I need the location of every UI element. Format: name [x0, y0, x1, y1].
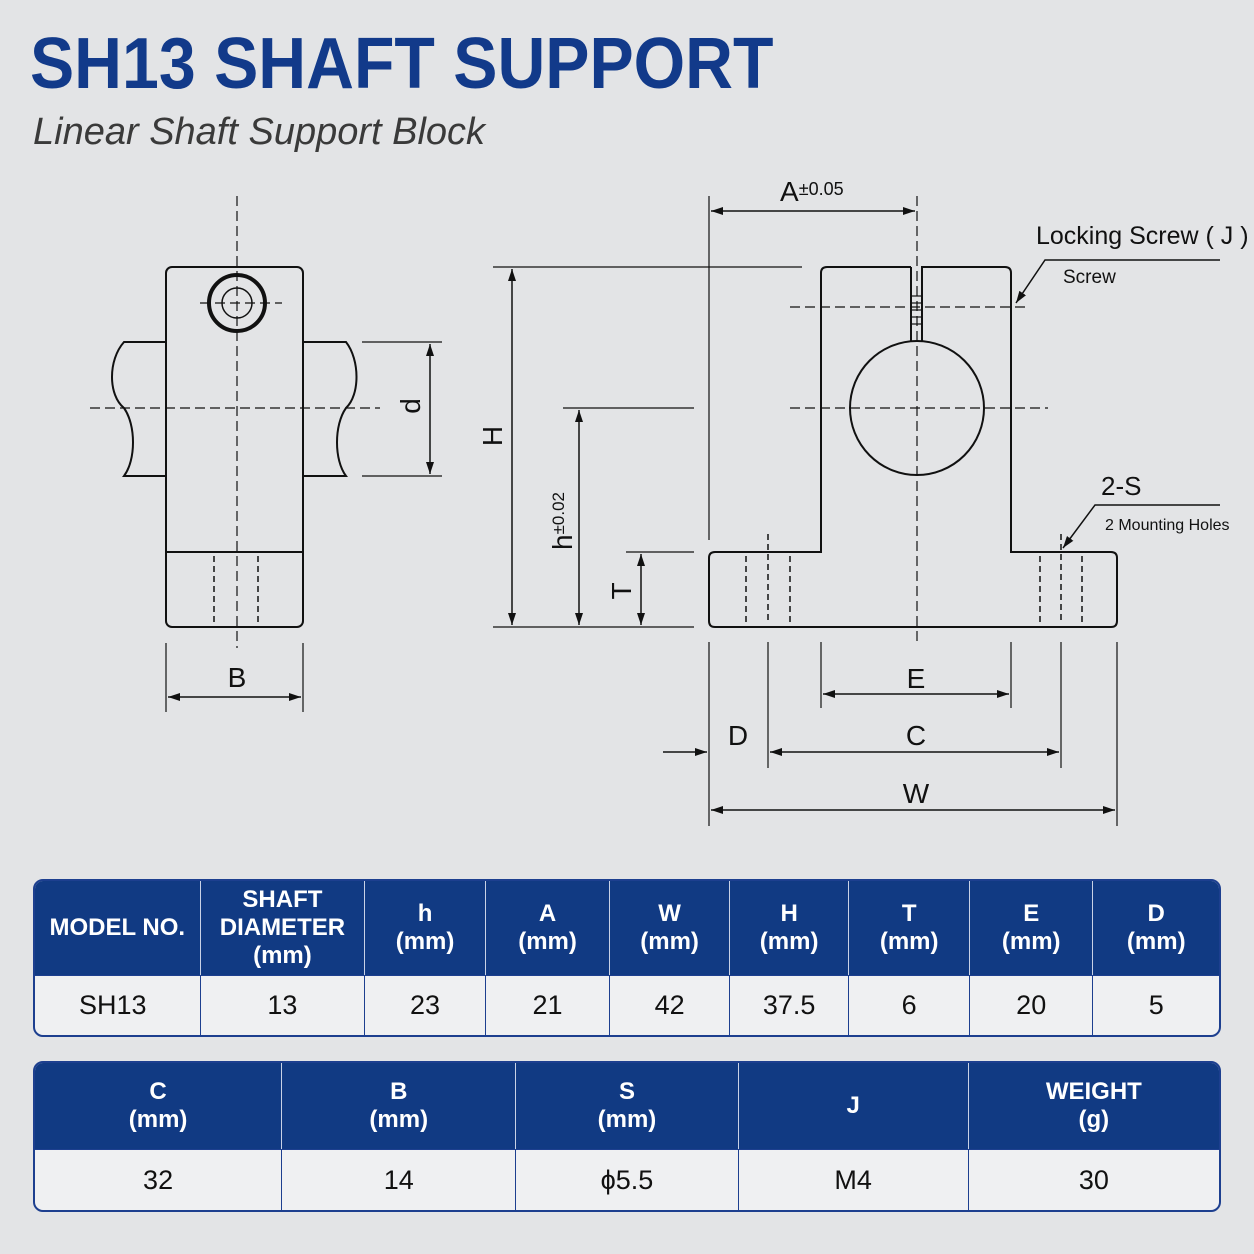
- header-B: B(mm): [282, 1063, 517, 1149]
- front-body-outline: [708, 266, 1118, 628]
- cell-h: 23: [365, 975, 486, 1035]
- header-h: h(mm): [365, 881, 486, 975]
- side-body: [165, 266, 304, 628]
- label-E: E: [907, 663, 926, 694]
- header-J: J: [738, 1063, 969, 1149]
- header-D: D(mm): [1093, 881, 1219, 975]
- cell-C: 32: [35, 1149, 283, 1210]
- label-mounting-note: 2 Mounting Holes: [1105, 517, 1230, 534]
- cell-S: ϕ5.5: [516, 1149, 739, 1210]
- label-T: T: [606, 582, 637, 599]
- cell-A: 21: [485, 975, 611, 1035]
- svg-text:h±0.02: h±0.02: [547, 492, 578, 550]
- label-d: d: [395, 398, 426, 414]
- label-screw: Screw: [1063, 267, 1116, 288]
- cell-W: 42: [610, 975, 730, 1035]
- cell-J: M4: [738, 1149, 969, 1210]
- label-H: H: [477, 426, 508, 446]
- side-view: [90, 196, 442, 712]
- technical-drawing: d B: [90, 176, 1249, 826]
- header-model-no: MODEL NO.: [35, 881, 201, 975]
- header-C: C(mm): [35, 1063, 283, 1149]
- header-weight: WEIGHT(g): [968, 1063, 1219, 1149]
- shaft-left-stub: [111, 341, 166, 477]
- header-E: E(mm): [969, 881, 1094, 975]
- cell-shaft-diameter: 13: [200, 975, 366, 1035]
- header-W: W(mm): [610, 881, 730, 975]
- cell-weight: 30: [968, 1149, 1219, 1210]
- table-row: SH13 13 23 21 42 37.5 6 20 5: [35, 975, 1219, 1035]
- label-D: D: [728, 720, 748, 751]
- cell-B: 14: [282, 1149, 517, 1210]
- label-C: C: [906, 720, 926, 751]
- page-title: SH13 SHAFT SUPPORT: [30, 24, 774, 104]
- header-A: A(mm): [485, 881, 611, 975]
- spec-table-2: C(mm) B(mm) S(mm) J WEIGHT(g) 32 14 ϕ5.5…: [33, 1061, 1221, 1212]
- label-B: B: [228, 662, 247, 693]
- cell-D: 5: [1093, 975, 1219, 1035]
- cell-E: 20: [969, 975, 1094, 1035]
- cell-T: 6: [849, 975, 970, 1035]
- spec-table-2-header: C(mm) B(mm) S(mm) J WEIGHT(g): [35, 1063, 1219, 1149]
- cell-model-no: SH13: [35, 975, 201, 1035]
- header-S: S(mm): [516, 1063, 739, 1149]
- label-h-group: h±0.02: [547, 492, 578, 550]
- label-h: h: [547, 534, 578, 550]
- header-H: H(mm): [729, 881, 850, 975]
- header-T: T(mm): [849, 881, 970, 975]
- shaft-right-stub: [303, 341, 358, 477]
- label-mounting: 2-S: [1101, 471, 1141, 501]
- cell-H: 37.5: [729, 975, 850, 1035]
- label-locking-screw: Locking Screw ( J ): [1036, 222, 1249, 250]
- front-view: [493, 196, 1220, 826]
- label-h-tol: ±0.02: [549, 492, 568, 534]
- table-row: 32 14 ϕ5.5 M4 30: [35, 1149, 1219, 1210]
- label-A: A±0.05: [780, 176, 844, 207]
- page-subtitle: Linear Shaft Support Block: [33, 111, 486, 153]
- label-W: W: [903, 778, 930, 809]
